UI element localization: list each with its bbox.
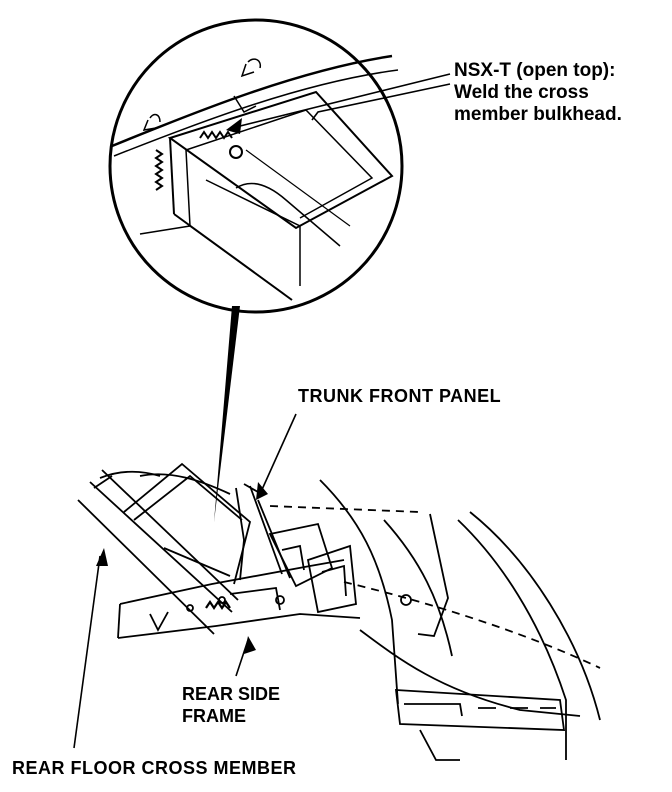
weld-callout-line-1: NSX-T (open top):	[454, 60, 616, 81]
weld-callout-line-3: member bulkhead.	[454, 103, 622, 125]
trunk-front-panel-label: TRUNK FRONT PANEL	[298, 386, 502, 406]
weld-callout-label: NSX-T (open top): Weld the cross member …	[454, 60, 622, 126]
detail-magnifier	[108, 18, 404, 314]
rear-side-frame-label: REAR SIDE FRAME	[182, 684, 280, 727]
frame-assembly	[77, 462, 601, 761]
magnifier-pointer	[214, 306, 240, 522]
rear-side-frame-line-1: REAR SIDE	[182, 684, 281, 704]
weld-callout-line-2: Weld the cross	[454, 81, 589, 103]
rear-side-frame-line-2: FRAME	[182, 705, 246, 726]
leader-lines	[73, 73, 451, 749]
arrowheads	[96, 118, 268, 654]
rear-floor-cross-member-label: REAR FLOOR CROSS MEMBER	[12, 758, 297, 778]
